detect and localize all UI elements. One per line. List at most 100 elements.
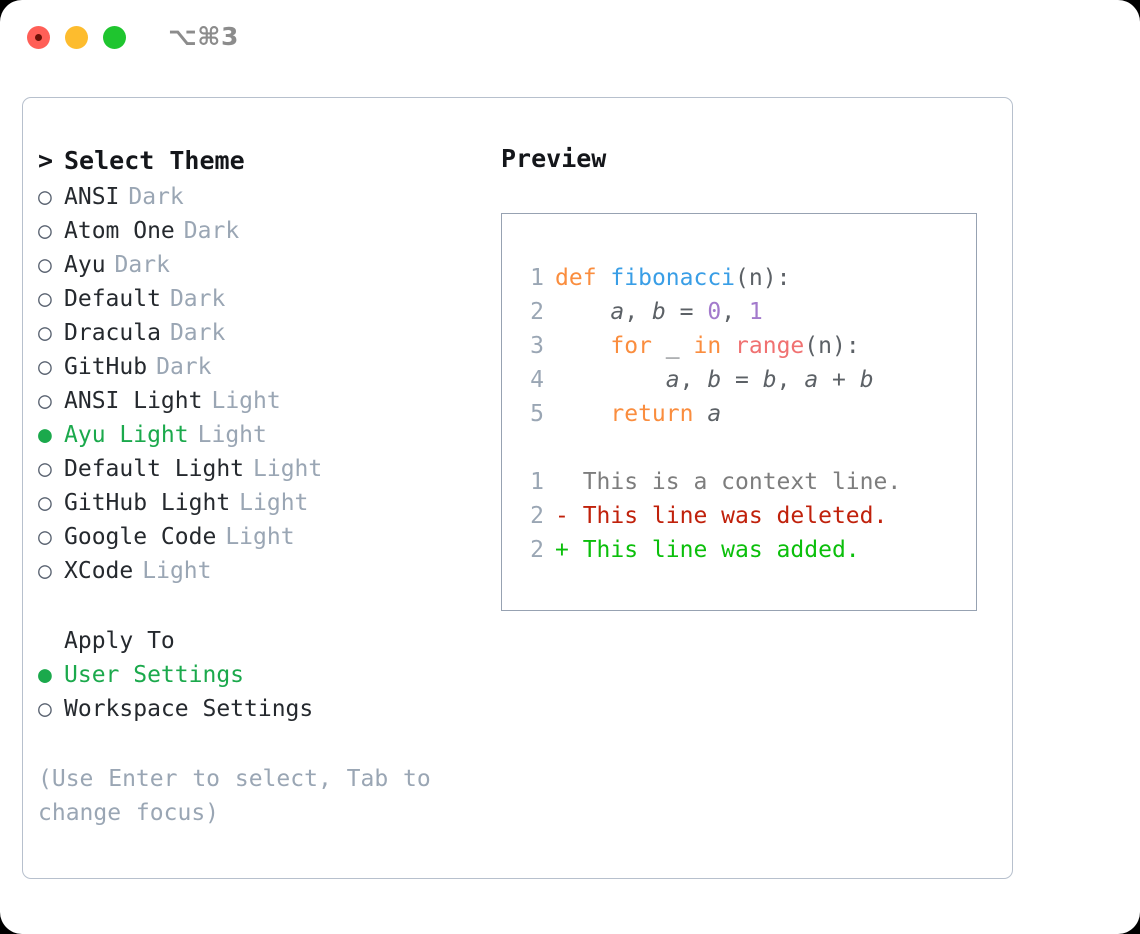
radio-unselected-icon: ○ bbox=[38, 696, 52, 722]
diff-line: 1 This is a context line. bbox=[518, 465, 901, 499]
code-token: b bbox=[707, 367, 722, 393]
theme-variant-badge: Light bbox=[142, 558, 212, 584]
radio-selected-icon: ● bbox=[38, 662, 52, 688]
keyboard-shortcut-label: ⌥⌘3 bbox=[168, 22, 239, 51]
line-number: 5 bbox=[530, 401, 544, 427]
code-token: , bbox=[721, 299, 749, 325]
code-token: 0 bbox=[707, 299, 722, 325]
code-token: a bbox=[804, 367, 819, 393]
line-number: 2 bbox=[530, 503, 544, 529]
apply-to-option-label: Workspace Settings bbox=[64, 696, 314, 722]
radio-selected-icon: ● bbox=[38, 422, 52, 448]
code-token bbox=[555, 367, 666, 393]
theme-variant-badge: Light bbox=[239, 490, 309, 516]
title-bar: ⌥⌘3 bbox=[0, 0, 1140, 78]
code-token: = bbox=[665, 299, 708, 325]
minimize-window-button[interactable] bbox=[65, 26, 88, 49]
code-token: b bbox=[651, 299, 666, 325]
code-token: for bbox=[610, 333, 652, 359]
theme-option-label: GitHub bbox=[64, 354, 148, 380]
radio-unselected-icon: ○ bbox=[38, 184, 52, 210]
apply-to-option-workspace-settings[interactable]: ○ Workspace Settings bbox=[38, 692, 498, 726]
code-token: , bbox=[624, 299, 652, 325]
theme-variant-badge: Light bbox=[197, 422, 267, 448]
theme-variant-badge: Light bbox=[225, 524, 295, 550]
code-token: , bbox=[679, 367, 708, 393]
code-token: fibonacci bbox=[610, 265, 736, 291]
radio-unselected-icon: ○ bbox=[38, 456, 52, 482]
line-number: 4 bbox=[530, 367, 544, 393]
code-token: a bbox=[665, 367, 680, 393]
code-token bbox=[555, 299, 610, 325]
theme-option-label: Default Light bbox=[64, 456, 245, 482]
page-title: Select Theme bbox=[64, 146, 245, 175]
radio-unselected-icon: ○ bbox=[38, 558, 52, 584]
code-token: ( bbox=[735, 265, 749, 291]
theme-option-label: ANSI bbox=[64, 184, 120, 210]
code-token: = bbox=[721, 367, 763, 393]
theme-option-github[interactable]: ○ GitHub Dark bbox=[38, 350, 498, 384]
radio-unselected-icon: ○ bbox=[38, 354, 52, 380]
theme-variant-badge: Light bbox=[211, 388, 281, 414]
theme-variant-badge: Dark bbox=[156, 354, 212, 380]
theme-list-title: >Select Theme bbox=[38, 142, 498, 180]
code-token: range bbox=[735, 333, 805, 359]
theme-option-label: Google Code bbox=[64, 524, 217, 550]
line-number: 3 bbox=[530, 333, 544, 359]
radio-unselected-icon: ○ bbox=[38, 320, 52, 346]
code-token: b bbox=[762, 367, 777, 393]
theme-option-ansi[interactable]: ○ ANSI Dark bbox=[38, 180, 498, 214]
section-spacer bbox=[38, 588, 498, 624]
theme-option-default[interactable]: ○ Default Dark bbox=[38, 282, 498, 316]
code-token bbox=[555, 401, 610, 427]
theme-option-label: Ayu Light bbox=[64, 422, 189, 448]
theme-variant-badge: Dark bbox=[169, 286, 226, 312]
theme-option-label: Default bbox=[64, 286, 161, 312]
code-token: return bbox=[610, 401, 694, 427]
code-token bbox=[597, 265, 611, 291]
apply-to-option-user-settings[interactable]: ● User Settings bbox=[38, 658, 498, 692]
code-token: + bbox=[818, 367, 860, 393]
code-token bbox=[721, 333, 735, 359]
radio-unselected-icon: ○ bbox=[38, 252, 52, 278]
code-token: n bbox=[748, 265, 763, 291]
theme-variant-badge: Light bbox=[253, 456, 323, 482]
apply-to-option-label: User Settings bbox=[64, 662, 245, 688]
theme-option-label: ANSI Light bbox=[64, 388, 203, 414]
theme-option-ayu-light[interactable]: ● Ayu Light Light bbox=[38, 418, 498, 452]
theme-variant-badge: Dark bbox=[169, 320, 226, 346]
theme-option-label: XCode bbox=[64, 558, 134, 584]
code-diff-separator bbox=[518, 431, 901, 465]
code-line: 3 for _ in range(n): bbox=[518, 329, 901, 363]
radio-unselected-icon: ○ bbox=[38, 286, 52, 312]
line-number: 2 bbox=[530, 537, 544, 563]
code-token bbox=[555, 333, 610, 359]
code-token: b bbox=[859, 367, 874, 393]
code-line: 5 return a bbox=[518, 397, 901, 431]
code-line: 4 a, b = b, a + b bbox=[518, 363, 901, 397]
code-token: _ bbox=[651, 333, 694, 359]
theme-option-default-light[interactable]: ○ Default Light Light bbox=[38, 452, 498, 486]
close-window-button[interactable] bbox=[27, 26, 50, 49]
maximize-window-button[interactable] bbox=[103, 26, 126, 49]
code-line: 2 a, b = 0, 1 bbox=[518, 295, 901, 329]
traffic-light-buttons bbox=[27, 26, 126, 49]
code-token: def bbox=[555, 265, 597, 291]
theme-variant-badge: Dark bbox=[114, 252, 170, 278]
apply-to-title: Apply To bbox=[64, 628, 175, 654]
code-token: , bbox=[776, 367, 805, 393]
keyboard-hint-text: (Use Enter to select, Tab to change focu… bbox=[38, 766, 431, 826]
theme-variant-badge: Dark bbox=[128, 184, 184, 210]
theme-option-xcode[interactable]: ○ XCode Light bbox=[38, 554, 498, 588]
